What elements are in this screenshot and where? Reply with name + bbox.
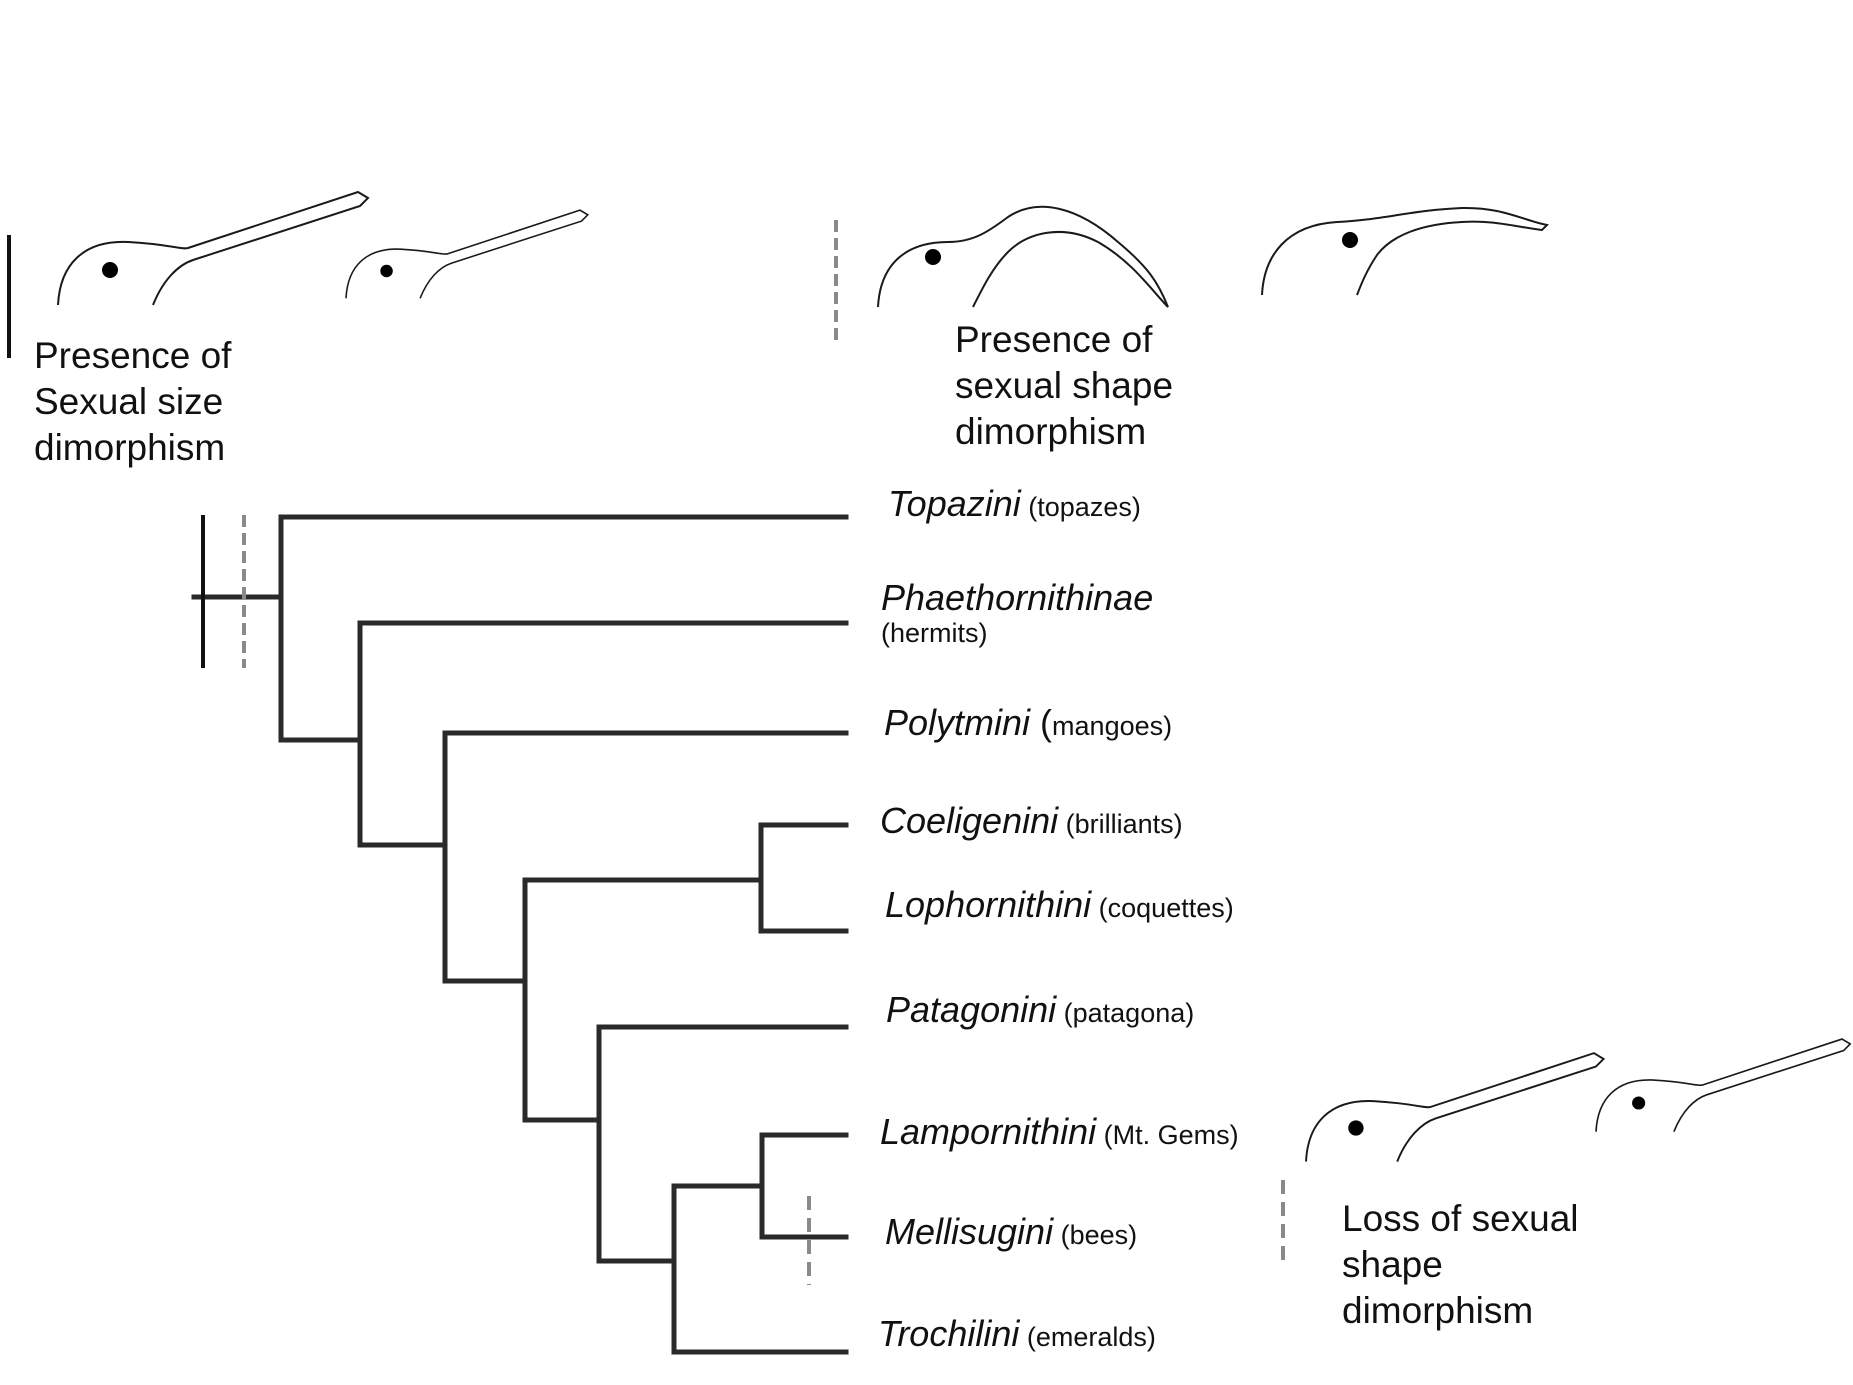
taxon-scientific-name: Coeligenini (880, 800, 1059, 841)
hummingbird-head-curved-icon-2 (1261, 206, 1548, 296)
taxon-scientific-name: Patagonini (886, 989, 1057, 1030)
legend-line: sexual shape (955, 365, 1174, 406)
legend-line: dimorphism (34, 427, 226, 468)
taxon-label-trochilini: Trochilini (emeralds) (878, 1314, 1156, 1362)
taxon-scientific-name: Lampornithini (880, 1111, 1097, 1152)
taxon-common-name: (emeralds) (1019, 1322, 1156, 1352)
hummingbird-head-icon-3 (1305, 1052, 1605, 1163)
size-dimorphism-legend-label: Presence of Sexual size dimorphism (34, 333, 231, 471)
legend-line: shape (1342, 1244, 1443, 1285)
hummingbird-head-icon-4 (1595, 1038, 1852, 1133)
legend-line: Loss of sexual (1342, 1198, 1579, 1239)
taxon-scientific-name: Mellisugini (885, 1211, 1054, 1252)
taxon-scientific-name: Topazini (888, 483, 1021, 524)
taxon-paren: ( (1030, 702, 1053, 743)
taxon-label-phaethornithinae: Phaethornithinae (hermits) (881, 577, 1154, 649)
hummingbird-head-icon-1 (57, 191, 369, 306)
shape-dimorphism-legend-label: Presence of sexual shape dimorphism (955, 317, 1173, 455)
taxon-scientific-name: Lophornithini (885, 884, 1092, 925)
taxon-label-polytmini: Polytmini (mangoes) (884, 703, 1172, 751)
legend-line: Presence of (34, 335, 232, 376)
taxon-label-topazini: Topazini (topazes) (888, 484, 1141, 532)
hummingbird-head-icon-2 (345, 209, 589, 300)
taxon-common-name: (bees) (1053, 1220, 1138, 1250)
taxon-common-name: (hermits) (881, 618, 988, 648)
phylogenetic-tree (191, 514, 849, 1355)
taxon-common-name: (brilliants) (1058, 809, 1183, 839)
taxon-scientific-name: Phaethornithinae (881, 577, 1154, 618)
taxon-common-name: (patagona) (1056, 998, 1195, 1028)
legend-line: dimorphism (955, 411, 1147, 452)
taxon-label-patagonini: Patagonini (patagona) (886, 990, 1194, 1038)
hummingbird-head-curved-icon-1 (877, 205, 1169, 308)
loss-shape-legend-label: Loss of sexual shape dimorphism (1342, 1196, 1579, 1334)
legend-line: Presence of (955, 319, 1153, 360)
taxon-scientific-name: Polytmini (884, 702, 1031, 743)
legend-line: dimorphism (1342, 1290, 1534, 1331)
taxon-common-name: (coquettes) (1091, 893, 1234, 923)
taxon-common-name: mangoes) (1052, 711, 1173, 741)
taxon-label-coeligenini: Coeligenini (brilliants) (880, 801, 1183, 849)
taxon-common-name: (topazes) (1020, 492, 1141, 522)
taxon-label-lophornithini: Lophornithini (coquettes) (885, 885, 1234, 933)
taxon-label-lampornithini: Lampornithini (Mt. Gems) (880, 1112, 1239, 1160)
taxon-label-mellisugini: Mellisugini (bees) (885, 1212, 1137, 1260)
taxon-common-name: (Mt. Gems) (1096, 1120, 1239, 1150)
legend-line: Sexual size (34, 381, 224, 422)
taxon-scientific-name: Trochilini (878, 1313, 1020, 1354)
